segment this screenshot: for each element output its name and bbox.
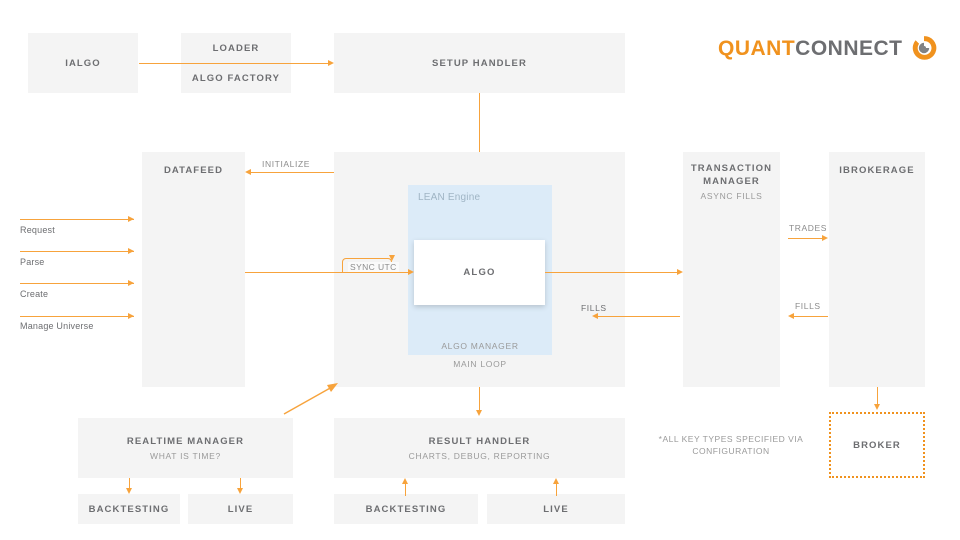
lean-engine-label: LEAN Engine [418, 192, 481, 203]
arrow-trades [788, 238, 822, 239]
arrow-input-request-head-icon [128, 215, 134, 222]
arrow-realtime-to-backtesting [129, 478, 130, 490]
node-realtime-live-title: LIVE [227, 503, 254, 515]
arrow-datafeed-to-algo [245, 272, 409, 273]
node-ibrokerage[interactable]: IBROKERAGE [829, 152, 925, 387]
node-datafeed-title: DATAFEED [163, 165, 224, 176]
logo-word-quant: QUANT [718, 36, 796, 60]
arrow-realtime-to-engine [283, 383, 338, 415]
node-loader-title: LOADER [212, 42, 260, 54]
arrow-fills-to-engine [598, 316, 680, 317]
arrow-input-parse-head-icon [128, 247, 134, 254]
arrow-result-live-to-handler [556, 484, 557, 496]
arrow-input-manage-universe-head-icon [128, 312, 134, 319]
arrow-fills-to-engine-head-icon [592, 312, 598, 319]
node-result-handler[interactable]: RESULT HANDLER CHARTS, DEBUG, REPORTING [334, 418, 625, 478]
node-result-backtesting-title: BACKTESTING [365, 503, 447, 515]
node-realtime-manager-title: REALTIME MANAGER [126, 435, 245, 447]
node-result-live-title: LIVE [543, 503, 569, 515]
arrow-result-backtesting-to-handler [405, 484, 406, 496]
arrow-input-parse [20, 251, 134, 252]
node-setup-handler[interactable]: SETUP HANDLER [334, 33, 625, 93]
arrow-trades-head-icon [822, 234, 828, 241]
sync-utc-arrow-head-icon [388, 255, 395, 261]
arrow-fills-brokerage-head-icon [788, 312, 794, 319]
node-setup-handler-title: SETUP HANDLER [432, 57, 527, 69]
node-algo-factory[interactable]: ALGO FACTORY [181, 64, 291, 93]
node-ibrokerage-title: IBROKERAGE [839, 165, 915, 176]
arrow-ibrokerage-to-broker [877, 387, 878, 407]
node-broker[interactable]: BROKER [829, 412, 925, 478]
node-loader[interactable]: LOADER [181, 33, 291, 63]
logo-word-connect: CONNECT [795, 36, 903, 60]
node-algo-title: ALGO [463, 267, 496, 278]
node-result-live[interactable]: LIVE [487, 494, 625, 524]
node-ialgo[interactable]: IALGO [28, 33, 138, 93]
node-realtime-backtesting-title: BACKTESTING [88, 503, 170, 515]
edge-label-initialize: INITIALIZE [262, 159, 311, 169]
main-loop-label: MAIN LOOP [453, 359, 507, 369]
arrow-fills-brokerage [794, 316, 828, 317]
quantconnect-logo-mark-icon [912, 36, 936, 60]
arrow-result-live-to-handler-head-icon [552, 478, 559, 484]
input-label-request: Request [20, 225, 55, 235]
node-transaction-manager-subtitle: ASYNC FILLS [700, 191, 763, 201]
node-result-backtesting[interactable]: BACKTESTING [334, 494, 478, 524]
algo-manager-label: ALGO MANAGER [441, 341, 519, 351]
node-transaction-manager-title: TRANSACTION MANAGER [690, 163, 773, 187]
node-transaction-manager[interactable]: TRANSACTION MANAGER ASYNC FILLS [683, 152, 780, 387]
node-algo-factory-title: ALGO FACTORY [191, 73, 281, 84]
node-broker-title: BROKER [853, 439, 901, 451]
input-label-manage-universe: Manage Universe [20, 321, 94, 331]
node-result-handler-title: RESULT HANDLER [428, 435, 531, 447]
node-realtime-live[interactable]: LIVE [188, 494, 293, 524]
arrow-engine-to-result-handler-head-icon [475, 410, 482, 416]
arrow-realtime-to-live [240, 478, 241, 490]
arrow-datafeed-to-algo-head-icon [408, 268, 414, 275]
arrow-realtime-to-live-head-icon [236, 488, 243, 494]
arrow-initialize [251, 172, 334, 173]
edge-label-sync-utc: SYNC UTC [348, 262, 399, 272]
arrow-algo-to-transaction-manager [545, 272, 677, 273]
input-label-create: Create [20, 289, 49, 299]
node-datafeed[interactable]: DATAFEED [142, 152, 245, 387]
quantconnect-logo: QUANTCONNECT [718, 33, 939, 63]
edge-label-fills-brokerage: FILLS [795, 301, 821, 311]
node-realtime-backtesting[interactable]: BACKTESTING [78, 494, 180, 524]
arrow-input-request [20, 219, 134, 220]
arrow-ibrokerage-to-broker-head-icon [873, 404, 880, 410]
node-ialgo-title: IALGO [65, 57, 101, 69]
node-realtime-manager[interactable]: REALTIME MANAGER WHAT IS TIME? [78, 418, 293, 478]
arrow-input-create-head-icon [128, 279, 134, 286]
arrow-input-manage-universe [20, 316, 134, 317]
edge-label-trades: TRADES [789, 223, 828, 233]
arrow-engine-to-result-handler [479, 387, 480, 412]
arrow-ialgo-to-setup [139, 63, 328, 64]
node-algo[interactable]: ALGO [414, 240, 545, 305]
footnote-configuration: *ALL KEY TYPES SPECIFIED VIA CONFIGURATI… [658, 434, 804, 456]
input-label-parse: Parse [20, 257, 45, 267]
arrow-ialgo-to-setup-head-icon [328, 59, 334, 66]
logo-wordmark: QUANTCONNECT [718, 38, 903, 59]
node-realtime-manager-subtitle: WHAT IS TIME? [150, 450, 221, 461]
arrow-realtime-to-backtesting-head-icon [125, 488, 132, 494]
node-result-handler-subtitle: CHARTS, DEBUG, REPORTING [408, 450, 551, 461]
arrow-input-create [20, 283, 134, 284]
edge-label-fills-engine: FILLS [581, 303, 607, 313]
arrow-algo-to-transaction-manager-head-icon [677, 268, 683, 275]
arrow-result-backtesting-to-handler-head-icon [401, 478, 408, 484]
arrow-initialize-head-icon [245, 168, 251, 175]
